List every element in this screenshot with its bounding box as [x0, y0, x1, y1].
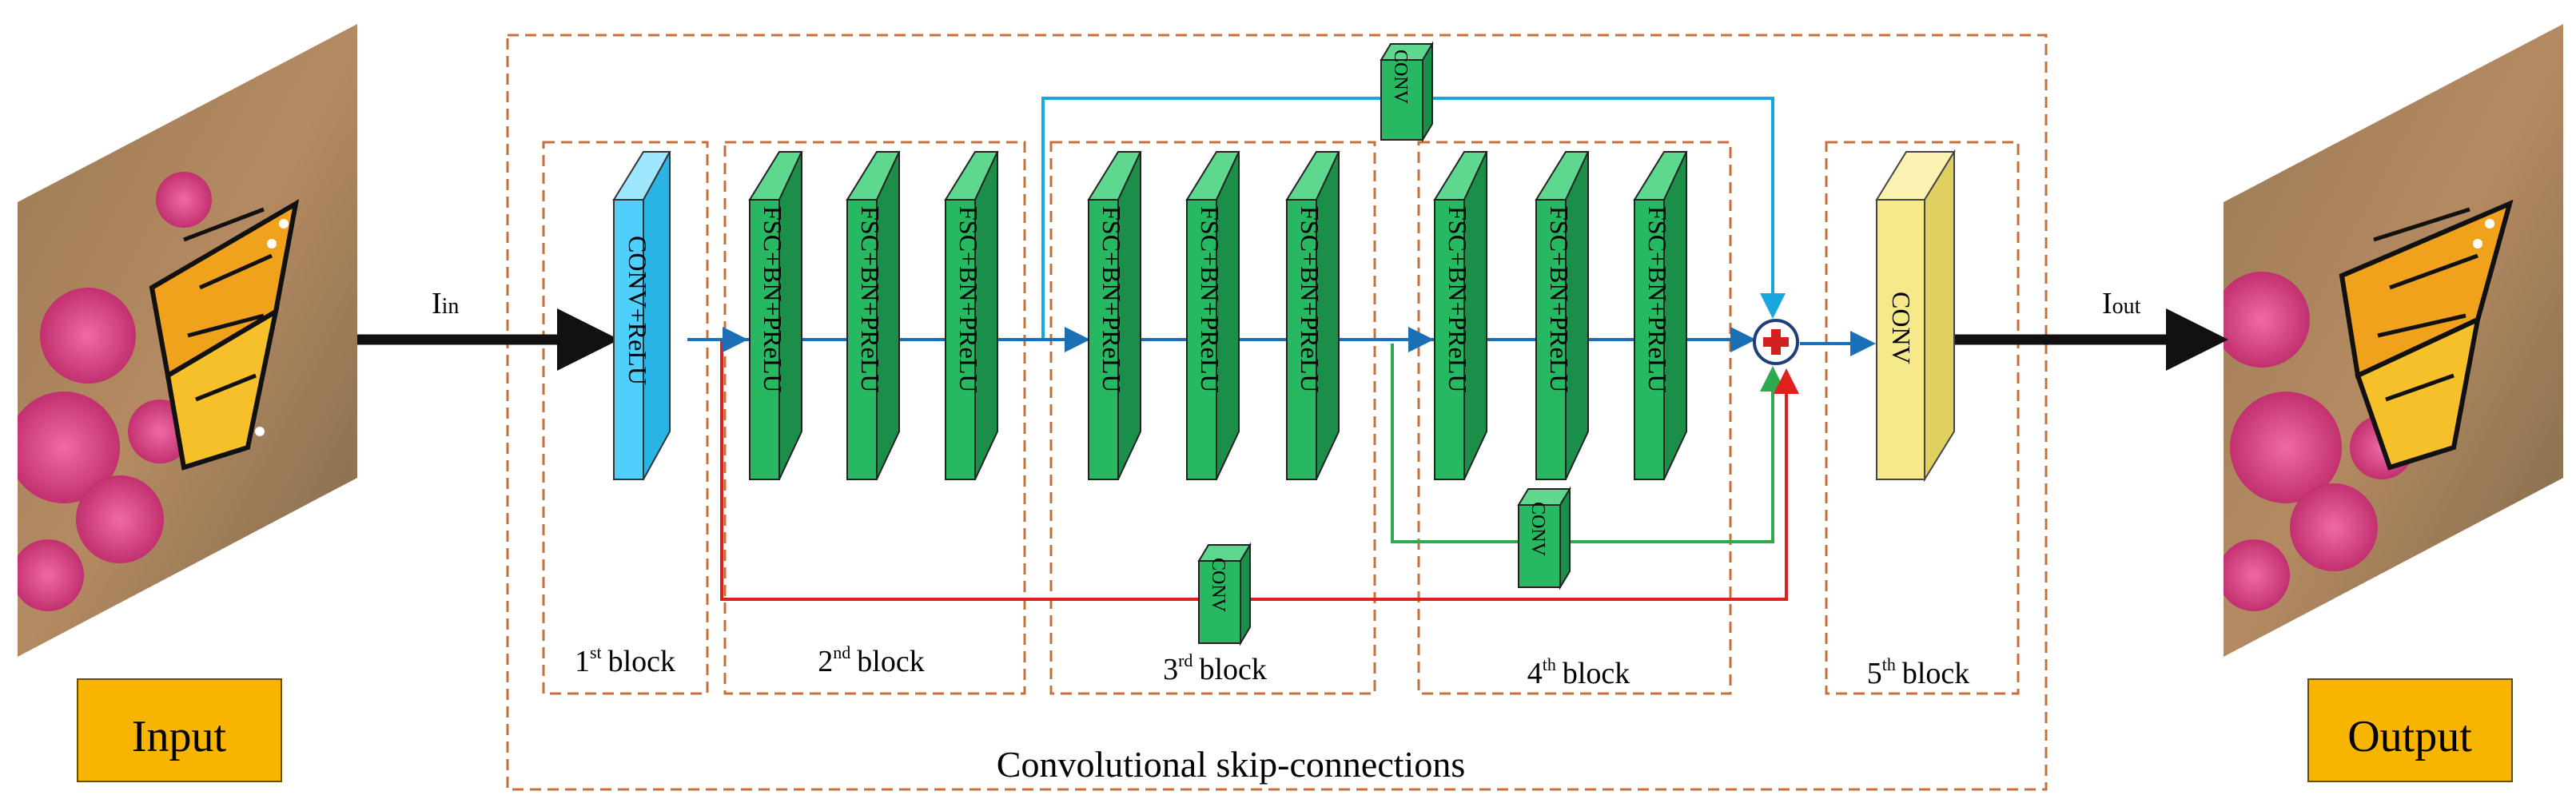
layer-conv-final: CONV: [1875, 149, 1956, 483]
layer-fsc-3-label: FSC+BN+PReLU: [954, 206, 983, 392]
layer-fsc-2: FSC+BN+PReLU: [846, 151, 901, 480]
layer-fsc-7: FSC+BN+PReLU: [1433, 151, 1488, 480]
layer-fsc-1-label: FSC+BN+PReLU: [758, 206, 787, 392]
layer-fsc-8-label: FSC+BN+PReLU: [1545, 206, 1574, 392]
output-box: Output: [2307, 678, 2513, 782]
butterfly-icon: [149, 199, 300, 471]
layer-fsc-9: FSC+BN+PReLU: [1633, 151, 1688, 480]
outer-frame: [506, 34, 2048, 791]
layer-fsc-4: FSC+BN+PReLU: [1087, 151, 1142, 480]
block-4-frame: [1417, 141, 1732, 695]
layer-fsc-5-label: FSC+BN+PReLU: [1196, 206, 1224, 392]
layer-fsc-6-label: FSC+BN+PReLU: [1296, 206, 1324, 392]
layer-fsc-9-label: FSC+BN+PReLU: [1643, 206, 1672, 392]
skip-conv-cyan-label: CONV: [1390, 50, 1411, 105]
output-signal-label: Iout: [2102, 287, 2141, 320]
input-label: Input: [132, 712, 227, 761]
layer-fsc-3: FSC+BN+PReLU: [944, 151, 999, 480]
skip-conv-red: CONV: [1197, 542, 1252, 646]
layer-fsc-2-label: FSC+BN+PReLU: [856, 206, 885, 392]
layer-fsc-4-label: FSC+BN+PReLU: [1097, 206, 1126, 392]
block-3-frame: [1049, 141, 1376, 695]
block-1-frame: [542, 141, 709, 695]
layer-fsc-5: FSC+BN+PReLU: [1185, 151, 1240, 480]
layer-fsc-7-label: FSC+BN+PReLU: [1443, 206, 1472, 392]
layer-fsc-1: FSC+BN+PReLU: [748, 151, 803, 480]
layer-conv-relu: CONV+ReLU: [612, 151, 671, 480]
layer-fsc-8: FSC+BN+PReLU: [1535, 151, 1590, 480]
layer-fsc-6: FSC+BN+PReLU: [1285, 151, 1340, 480]
butterfly-icon: [2339, 199, 2514, 471]
block-2-frame: [723, 141, 1026, 695]
skip-conv-red-label: CONV: [1208, 558, 1228, 613]
output-label: Output: [2347, 712, 2472, 761]
skip-line-red: [720, 340, 1799, 601]
skip-conv-cyan: CONV: [1380, 41, 1434, 143]
output-image: [2224, 24, 2563, 657]
plus-circle-icon: [1753, 319, 1799, 365]
input-image: [18, 24, 357, 657]
block-5-frame: [1825, 141, 2020, 695]
skip-conv-green: CONV: [1517, 486, 1571, 590]
layer-conv-final-label: CONV: [1887, 292, 1916, 364]
input-signal-label: Iin: [432, 287, 459, 320]
skip-line-green: [1391, 344, 1786, 543]
skip-conv-green-label: CONV: [1527, 502, 1548, 557]
input-box: Input: [77, 678, 282, 782]
outer-frame-label: Convolutional skip-connections: [997, 744, 1465, 785]
layer-conv-relu-label: CONV+ReLU: [623, 236, 652, 385]
